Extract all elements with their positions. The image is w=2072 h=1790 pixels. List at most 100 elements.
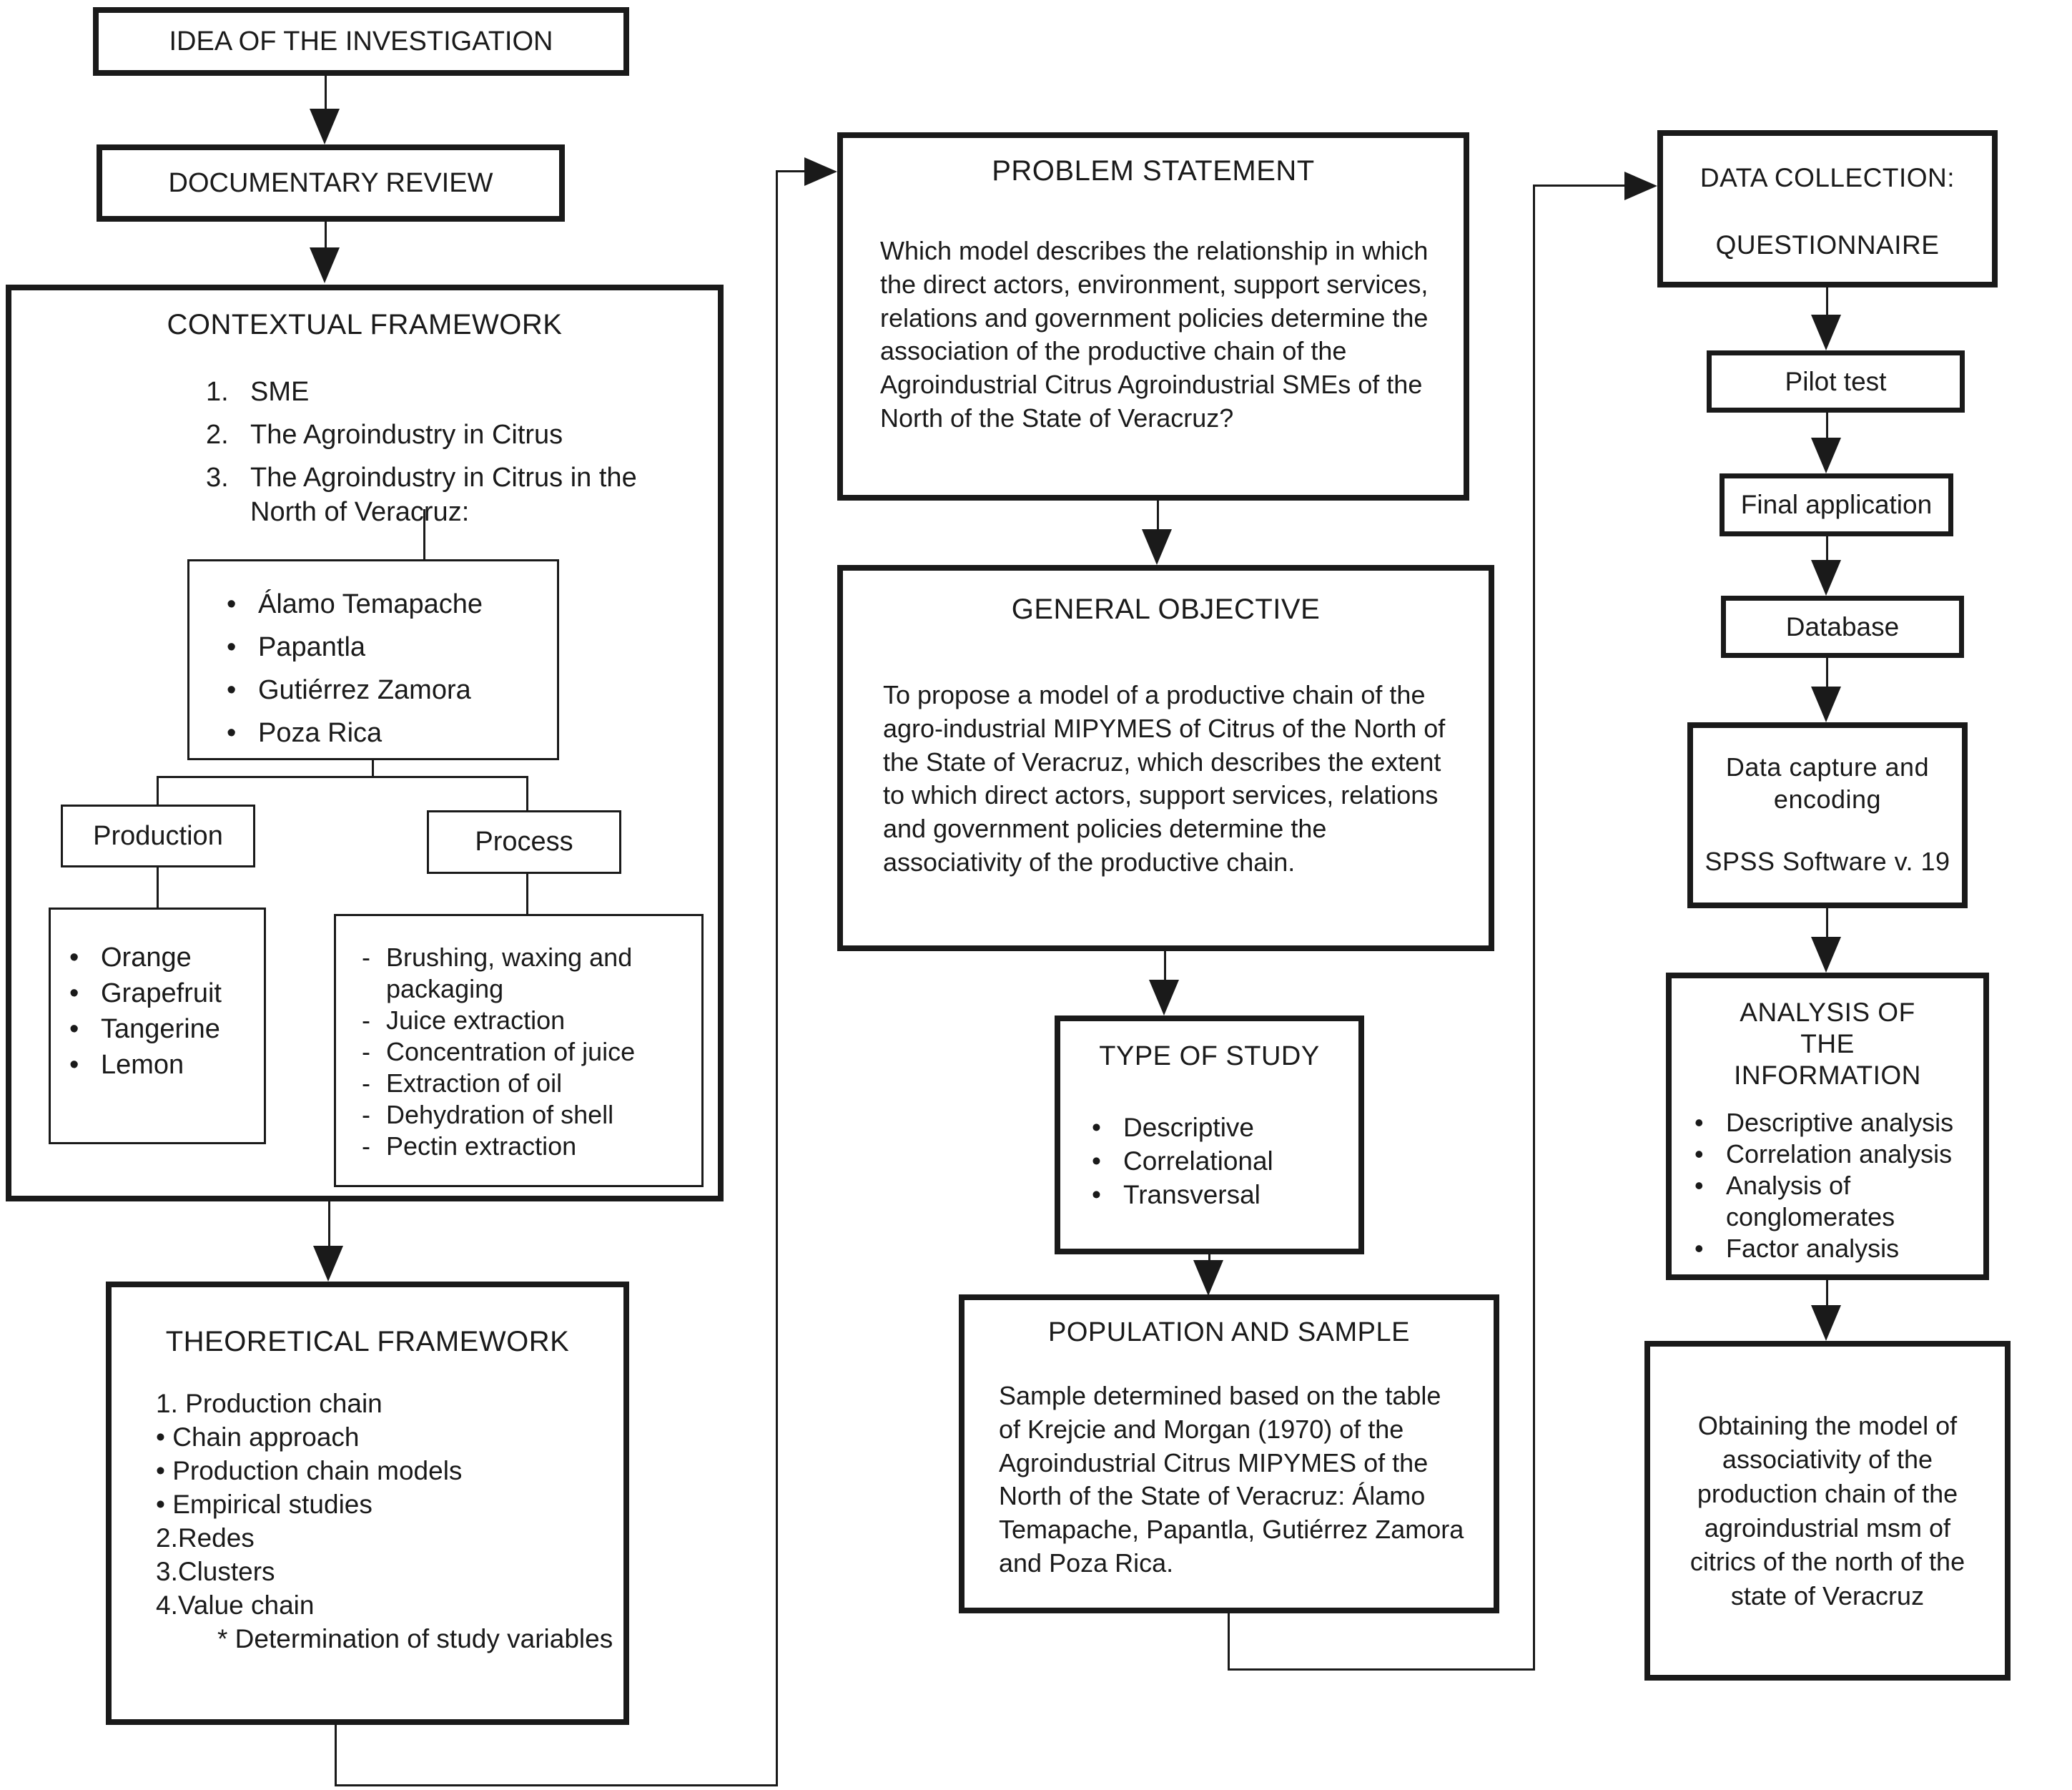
connector-riser-datacollection [1533, 185, 1535, 1671]
list-item: • Production chain models [156, 1456, 463, 1485]
node-idea: IDEA OF THE INVESTIGATION [93, 7, 629, 76]
list-item: Orange [69, 940, 264, 975]
arrow-down-icon [1811, 438, 1841, 473]
list-item: 1. SME [206, 375, 718, 410]
arrow-line-documentary-contextual [325, 222, 327, 252]
list-item: 3. The Agroindustry in Citrus in the Nor… [206, 461, 718, 530]
item-number: 2. [206, 419, 229, 450]
list-item: Analysis of conglomerates [1694, 1170, 1970, 1233]
arrow-down-icon [1193, 1260, 1223, 1296]
general-objective-title: GENERAL OBJECTIVE [1011, 594, 1321, 625]
analysis-title-line2: THE [1800, 1029, 1855, 1058]
database-label: Database [1785, 611, 1900, 641]
node-general-objective: GENERAL OBJECTIVE To propose a model of … [837, 565, 1494, 951]
node-database: Database [1721, 596, 1964, 658]
list-item: 1. Production chain [156, 1389, 383, 1418]
arrow-line-objective-type [1164, 951, 1166, 983]
list-item: Lemon [69, 1047, 264, 1083]
list-item: Juice extraction [362, 1005, 683, 1036]
arrow-down-icon [1142, 529, 1172, 565]
item-text: SME [250, 377, 310, 407]
arrow-line-database-capture [1826, 658, 1828, 689]
contextual-numbered-list: 1. SME 2. The Agroindustry in Citrus 3. … [206, 375, 718, 530]
arrow-line-pilot-final [1826, 413, 1828, 441]
list-item: 2.Redes [156, 1523, 255, 1553]
arrow-down-icon [313, 1246, 343, 1282]
list-item: 2. The Agroindustry in Citrus [206, 418, 718, 453]
connector-municipalities-branch [372, 760, 374, 778]
analysis-list: Descriptive analysis Correlation analysi… [1694, 1107, 1970, 1264]
list-item: Concentration of juice [362, 1036, 683, 1068]
node-theoretical-framework: THEORETICAL FRAMEWORK 1. Production chai… [106, 1282, 629, 1725]
arrow-line-final-database [1826, 536, 1828, 563]
list-item: Transversal [1092, 1178, 1358, 1211]
fruits-list: Orange Grapefruit Tangerine Lemon [69, 940, 264, 1083]
list-item: Álamo Temapache [227, 583, 557, 626]
list-item: Factor analysis [1694, 1233, 1970, 1264]
list-item: 4.Value chain [156, 1590, 315, 1620]
list-item: Dehydration of shell [362, 1099, 683, 1131]
list-item: Descriptive analysis [1694, 1107, 1970, 1139]
connector-process-steps [526, 874, 528, 914]
list-item: Gutiérrez Zamora [227, 669, 557, 712]
general-objective-body: To propose a model of a productive chain… [883, 680, 1446, 877]
node-data-collection: DATA COLLECTION: QUESTIONNAIRE [1657, 130, 1998, 287]
connector-production-fruits [157, 867, 159, 908]
analysis-title-line3: INFORMATION [1734, 1061, 1921, 1090]
arrow-down-icon [1811, 1305, 1841, 1341]
list-item: Correlation analysis [1694, 1139, 1970, 1170]
obtaining-model-body: Obtaining the model of associativity of … [1689, 1410, 1965, 1610]
list-item: Pectin extraction [362, 1131, 683, 1162]
connector-population-horizontal [1228, 1668, 1535, 1671]
branch-left-line [157, 776, 159, 805]
list-item: • Empirical studies [156, 1490, 373, 1519]
arrow-line-collection-pilot [1826, 287, 1828, 318]
data-collection-line2: QUESTIONNAIRE [1715, 230, 1940, 260]
arrow-line-analysis-obtaining [1826, 1280, 1828, 1308]
arrow-down-icon [310, 247, 340, 283]
arrow-right-icon [804, 157, 837, 186]
arrow-down-icon [1811, 315, 1841, 350]
theoretical-list: 1. Production chain • Chain approach • P… [156, 1387, 623, 1656]
list-item: Correlational [1092, 1144, 1358, 1178]
municipalities-list: Álamo Temapache Papantla Gutiérrez Zamor… [227, 583, 557, 754]
arrow-line-contextual-theoretical [328, 1201, 330, 1247]
node-problem-statement: PROBLEM STATEMENT Which model describes … [837, 132, 1469, 501]
node-population-sample: POPULATION AND SAMPLE Sample determined … [959, 1294, 1499, 1613]
population-title: POPULATION AND SAMPLE [1047, 1317, 1411, 1347]
node-data-capture: Data capture and encoding SPSS Software … [1687, 722, 1968, 908]
connector-population-down [1228, 1613, 1230, 1671]
branch-horizontal-line [157, 776, 528, 778]
node-analysis-information: ANALYSIS OF THE INFORMATION Descriptive … [1666, 973, 1989, 1280]
list-item: Descriptive [1092, 1111, 1358, 1144]
type-of-study-list: Descriptive Correlational Transversal [1092, 1111, 1358, 1211]
process-label: Process [475, 827, 573, 857]
data-capture-line2: SPSS Software v. 19 [1705, 847, 1950, 876]
connector-list-municipalities [423, 509, 425, 559]
node-type-of-study: TYPE OF STUDY Descriptive Correlational … [1055, 1016, 1364, 1254]
branch-right-line [526, 776, 528, 810]
production-label: Production [93, 820, 223, 851]
node-pilot-test: Pilot test [1707, 350, 1965, 413]
arrow-down-icon [1149, 980, 1179, 1016]
population-body: Sample determined based on the table of … [999, 1381, 1464, 1578]
arrow-line-idea-documentary [325, 76, 327, 113]
contextual-title: CONTEXTUAL FRAMEWORK [167, 309, 563, 340]
node-documentary-label: DOCUMENTARY REVIEW [168, 167, 493, 198]
node-final-application: Final application [1720, 473, 1953, 536]
arrow-line-capture-analysis [1826, 908, 1828, 940]
arrow-down-icon [310, 109, 340, 144]
arrow-line-problem-objective [1157, 501, 1159, 532]
node-obtaining-model: Obtaining the model of associativity of … [1644, 1341, 2011, 1681]
arrow-right-icon [1624, 172, 1657, 200]
process-steps-list: Brushing, waxing and packaging Juice ext… [362, 942, 683, 1162]
item-number: 1. [206, 377, 229, 407]
connector-theoretical-down [335, 1725, 337, 1786]
data-capture-line1: Data capture and encoding [1725, 752, 1930, 814]
final-application-label: Final application [1740, 490, 1933, 519]
item-text: The Agroindustry in Citrus [250, 419, 563, 450]
arrow-line-type-population [1208, 1254, 1210, 1264]
connector-into-datacollection [1533, 185, 1626, 187]
connector-riser-problem [776, 170, 778, 1786]
